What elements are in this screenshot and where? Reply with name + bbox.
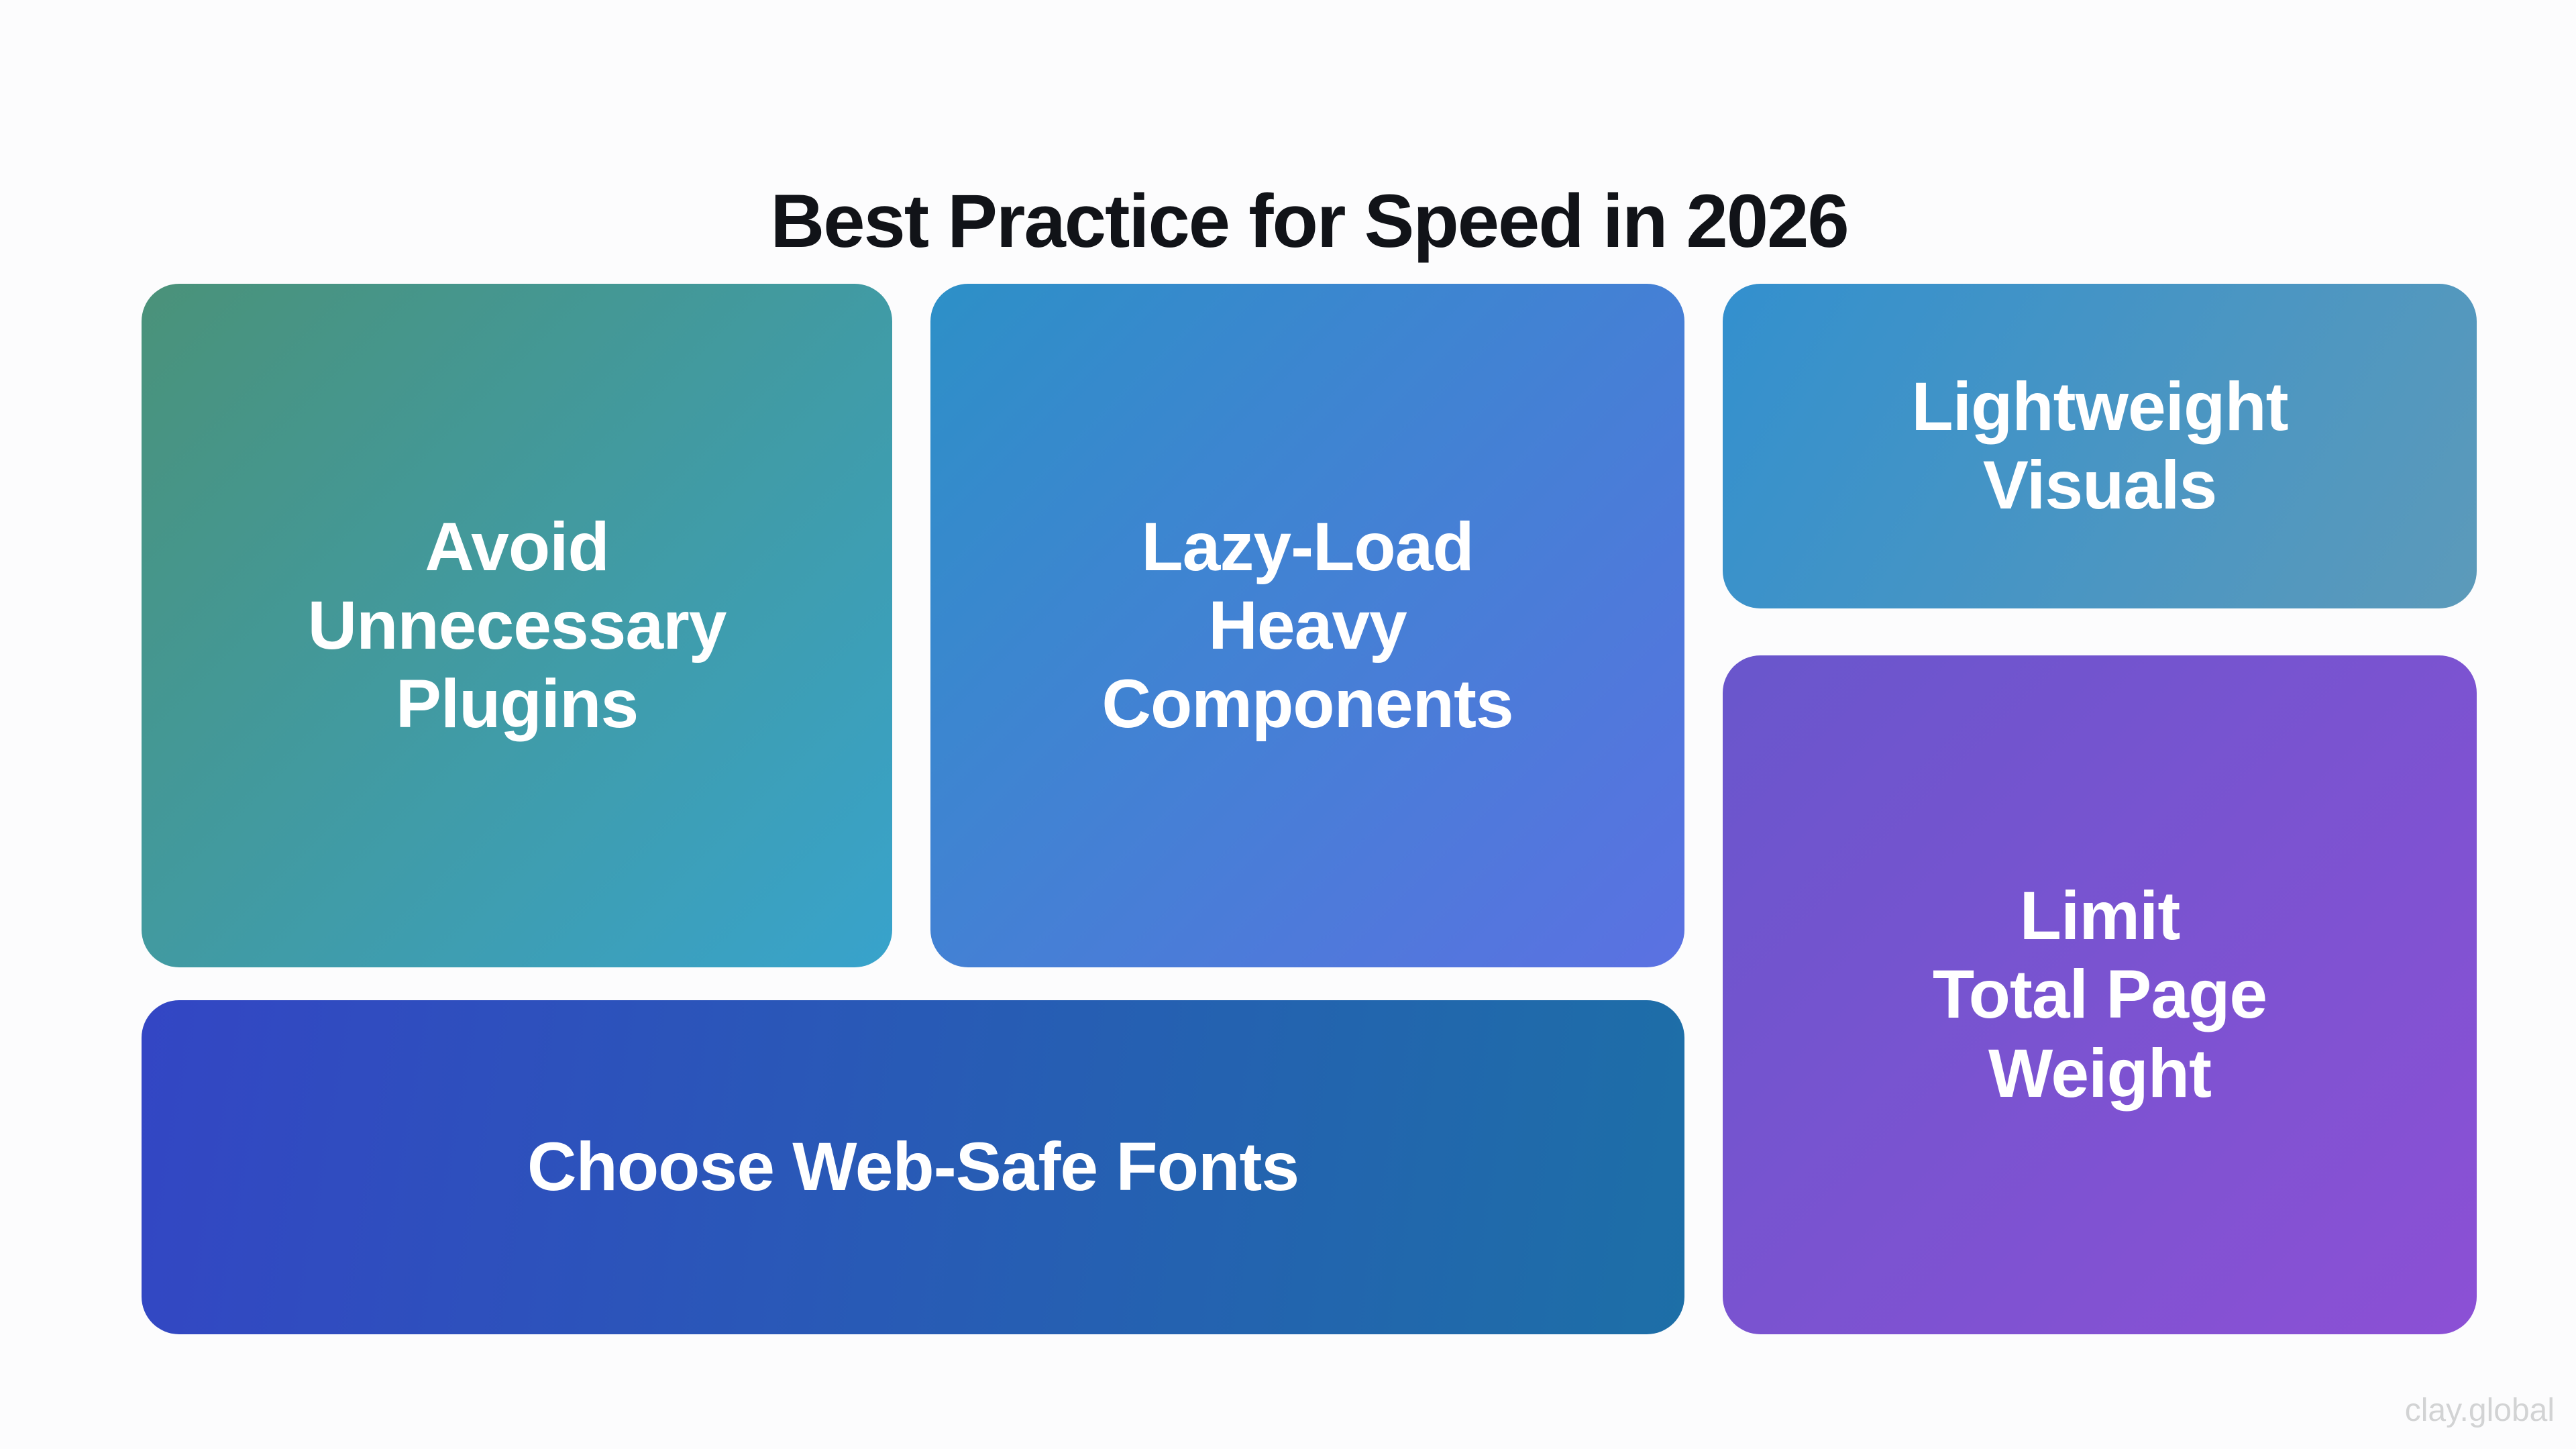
page-title: Best Practice for Speed in 2026 bbox=[770, 179, 1849, 264]
card-lightweight-visuals: Lightweight Visuals bbox=[1723, 284, 2477, 608]
card-label-lightweight-visuals: Lightweight Visuals bbox=[1911, 368, 2288, 523]
card-choose-web-safe-fonts: Choose Web-Safe Fonts bbox=[142, 1000, 1684, 1334]
card-avoid-unnecessary-plugins: Avoid Unnecessary Plugins bbox=[142, 284, 892, 967]
card-limit-total-page-weight: Limit Total Page Weight bbox=[1723, 655, 2477, 1334]
card-label-avoid-unnecessary-plugins: Avoid Unnecessary Plugins bbox=[307, 508, 727, 743]
card-label-lazy-load-heavy-components: Lazy-Load Heavy Components bbox=[1102, 508, 1513, 743]
watermark-clay-global: clay.global bbox=[2404, 1393, 2555, 1428]
card-label-choose-web-safe-fonts: Choose Web-Safe Fonts bbox=[527, 1128, 1299, 1205]
card-lazy-load-heavy-components: Lazy-Load Heavy Components bbox=[930, 284, 1684, 967]
card-label-limit-total-page-weight: Limit Total Page Weight bbox=[1932, 877, 2267, 1112]
